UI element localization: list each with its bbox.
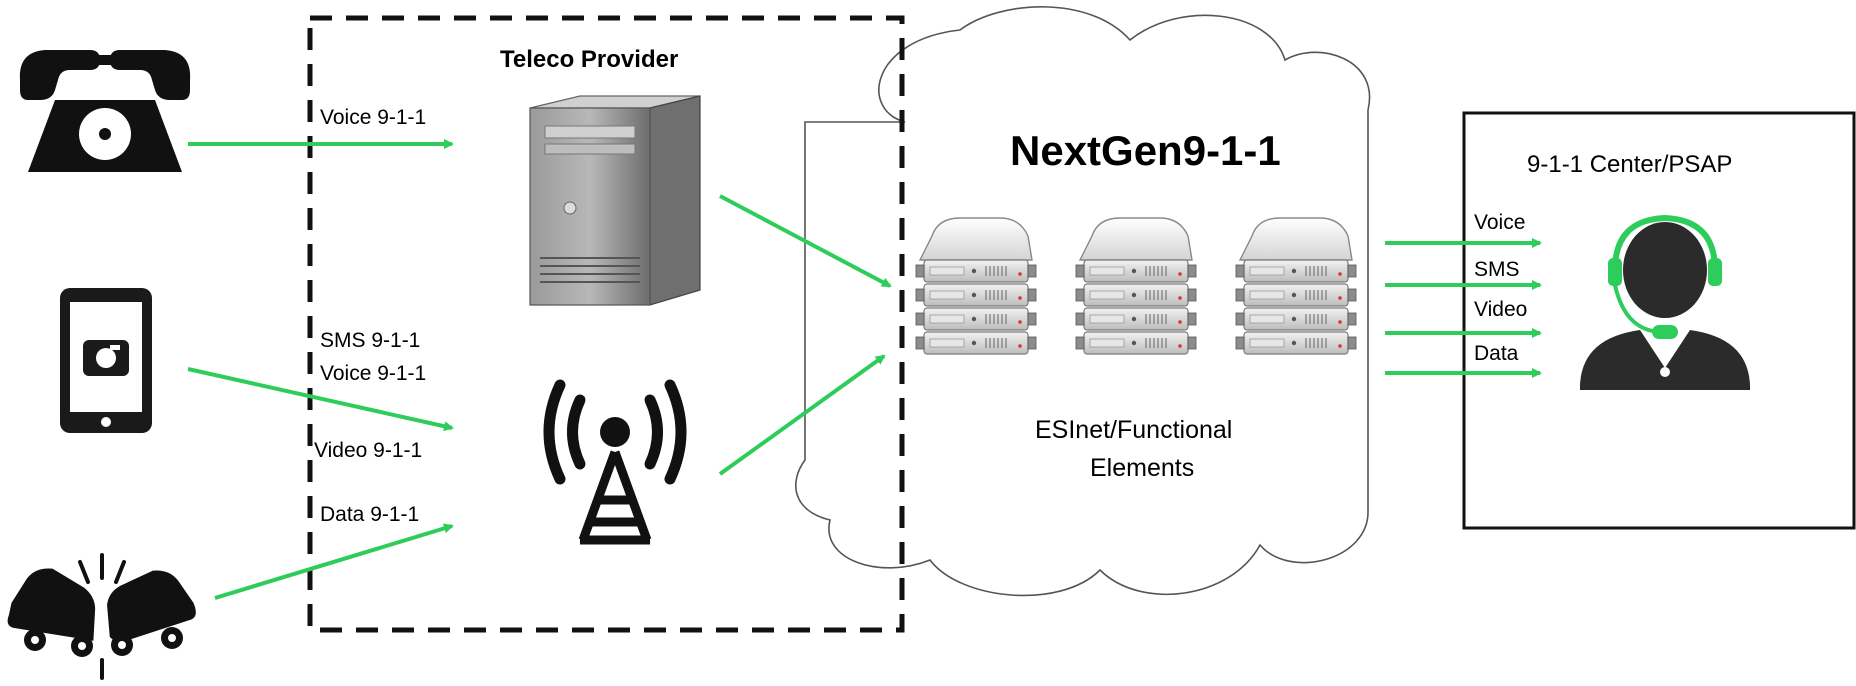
psap-channel-voice: Voice [1474, 211, 1526, 234]
psap-channel-data: Data [1474, 342, 1519, 365]
label-voice-911-landline: Voice 9-1-1 [320, 106, 427, 129]
esinet-caption-line1: ESInet/Functional [1035, 416, 1233, 444]
rotary-phone-icon [19, 50, 191, 172]
psap-channel-video: Video [1474, 298, 1528, 321]
server-rack-icon-3 [1236, 218, 1356, 354]
arrow-server-to-cloud [719, 194, 892, 288]
arrow-crash [214, 523, 454, 600]
server-rack-icon-1 [916, 218, 1036, 354]
nextgen-title: NextGen9-1-1 [1010, 127, 1281, 174]
teleco-provider-title: Teleco Provider [500, 46, 679, 73]
radio-tower-icon [543, 379, 687, 545]
server-tower-icon [529, 95, 701, 306]
smartphone-camera-icon [60, 288, 152, 433]
call-taker-headset-icon [1580, 214, 1750, 390]
psap-channel-sms: SMS [1474, 258, 1520, 281]
psap-title: 9-1-1 Center/PSAP [1527, 151, 1733, 178]
signal-arrows [187, 139, 1542, 600]
esinet-caption-line2: Elements [1090, 454, 1195, 482]
server-rack-icon-2 [1076, 218, 1196, 354]
label-data-911: Data 9-1-1 [320, 503, 420, 526]
arrow-mobile [187, 367, 454, 432]
teleco-provider-box [307, 15, 905, 633]
arrow-tower-to-cloud [718, 354, 886, 476]
car-crash-icon [7, 553, 196, 680]
label-video-911: Video 9-1-1 [314, 439, 423, 462]
label-voice-911-mobile: Voice 9-1-1 [320, 362, 427, 385]
psap-box [1462, 111, 1856, 530]
label-sms-911: SMS 9-1-1 [320, 329, 421, 352]
